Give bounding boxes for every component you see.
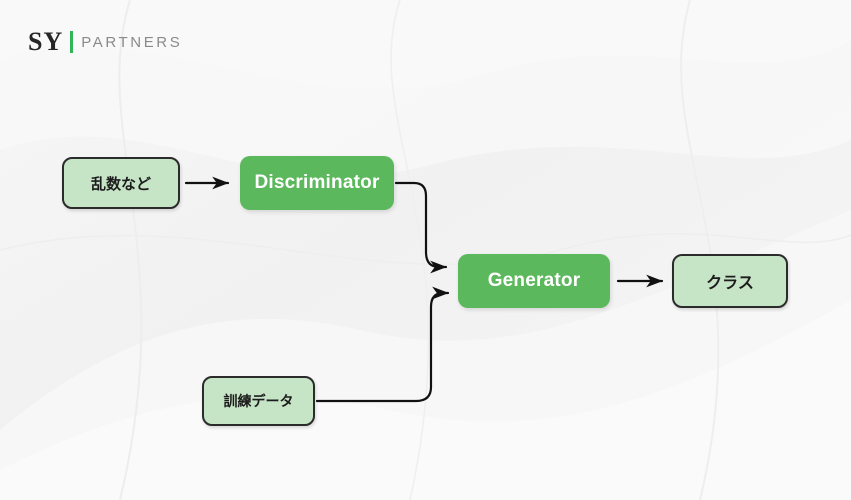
node-traindata-label: 訓練データ xyxy=(223,393,294,409)
node-traindata[interactable]: 訓練データ xyxy=(202,376,315,426)
node-discriminator[interactable]: Discriminator xyxy=(240,156,394,210)
node-noise-label: 乱数など xyxy=(90,175,151,193)
node-class-label: クラス xyxy=(706,275,754,292)
edge-traindata-to-generator xyxy=(315,286,450,403)
node-noise[interactable]: 乱数など xyxy=(62,157,180,209)
logo-monogram: SY xyxy=(28,27,64,56)
node-class[interactable]: クラス xyxy=(672,254,788,308)
node-generator[interactable]: Generator xyxy=(458,254,610,308)
logo-divider xyxy=(70,31,74,53)
node-discriminator-label: Discriminator xyxy=(254,172,380,193)
brand-logo: SY PARTNERS xyxy=(28,28,182,56)
logo-wordmark: PARTNERS xyxy=(81,33,183,51)
node-generator-label: Generator xyxy=(487,270,581,291)
edge-discriminator-to-generator xyxy=(394,181,448,274)
